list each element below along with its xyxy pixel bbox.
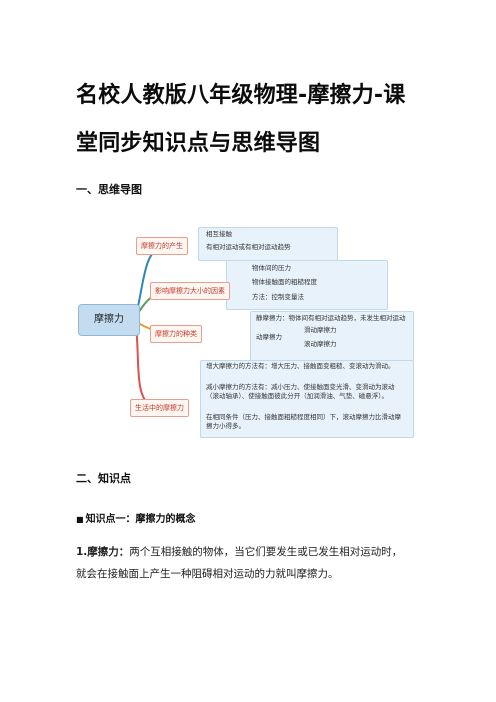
square-bullet-icon: ■ [76,515,84,524]
definition-line-2: 就会在接触面上产生一种阻碍相对运动的力就叫摩擦力。 [76,568,339,580]
knowledge-point-heading: ■知识点一：摩擦力的概念 [76,510,196,525]
leaf-rolling-friction: 滚动摩擦力 [304,340,337,348]
title-line-2: 堂同步知识点与思维导图 [76,131,321,156]
branch-friction-types: 摩擦力的种类 [150,325,202,343]
leaf-kinetic-friction: 动摩擦力 [256,333,282,341]
leaf-rolling-vs-sliding: 在相同条件（压力、接触面粗糙程度相同）下，滚动摩擦力比滑动摩擦力小得多。 [206,413,401,430]
page-title: 名校人教版八年级物理-摩擦力-课 堂同步知识点与思维导图 [76,72,436,168]
branch-1-panel [198,227,338,261]
section-heading-mindmap: 一、思维导图 [76,183,142,196]
leaf-decrease-friction: 减小摩擦力的方法有：减小压力、使接触面变光滑、变滑动为滚动（滚动轴承）、使接触面… [206,383,395,400]
leaf-increase-friction: 增大摩擦力的方法有：增大压力、接触面变粗糙、变滚动为滑动。 [206,362,395,370]
definition-line-1: 两个互相接触的物体，当它们要发生或已发生相对运动时， [129,546,403,558]
branch-friction-factors: 影响摩擦力大小的因素 [150,282,230,300]
mind-map: 摩擦力 摩擦力的产生 影响摩擦力大小的因素 摩擦力的种类 生活中的摩擦力 相互接… [74,212,424,444]
section-heading-knowledge: 二、知识点 [76,472,131,485]
mind-map-root: 摩擦力 [78,304,140,336]
friction-definition-paragraph: 1.摩擦力：两个互相接触的物体，当它们要发生或已发生相对运动时， 就会在接触面上… [76,541,426,585]
leaf-relative-motion: 有相对运动或有相对运动趋势 [206,243,291,251]
leaf-contact: 相互接触 [206,230,232,238]
leaf-static-friction: 静摩擦力：物体间有相对运动趋势，未发生相对运动 [256,314,406,322]
title-line-1: 名校人教版八年级物理-摩擦力-课 [76,83,406,108]
leaf-roughness: 物体接触面的粗糙程度 [252,278,317,286]
leaf-pressure: 物体间的压力 [252,264,291,272]
leaf-method: 方法：控制变量法 [252,293,304,301]
leaf-sliding-friction: 滑动摩擦力 [304,326,337,334]
knowledge-point-title: 知识点一：摩擦力的概念 [85,514,196,525]
branch-friction-origin: 摩擦力的产生 [136,237,188,255]
friction-term: 1.摩擦力： [76,546,130,558]
branch-friction-in-life: 生活中的摩擦力 [130,399,189,417]
branch-4-panel [200,360,414,438]
